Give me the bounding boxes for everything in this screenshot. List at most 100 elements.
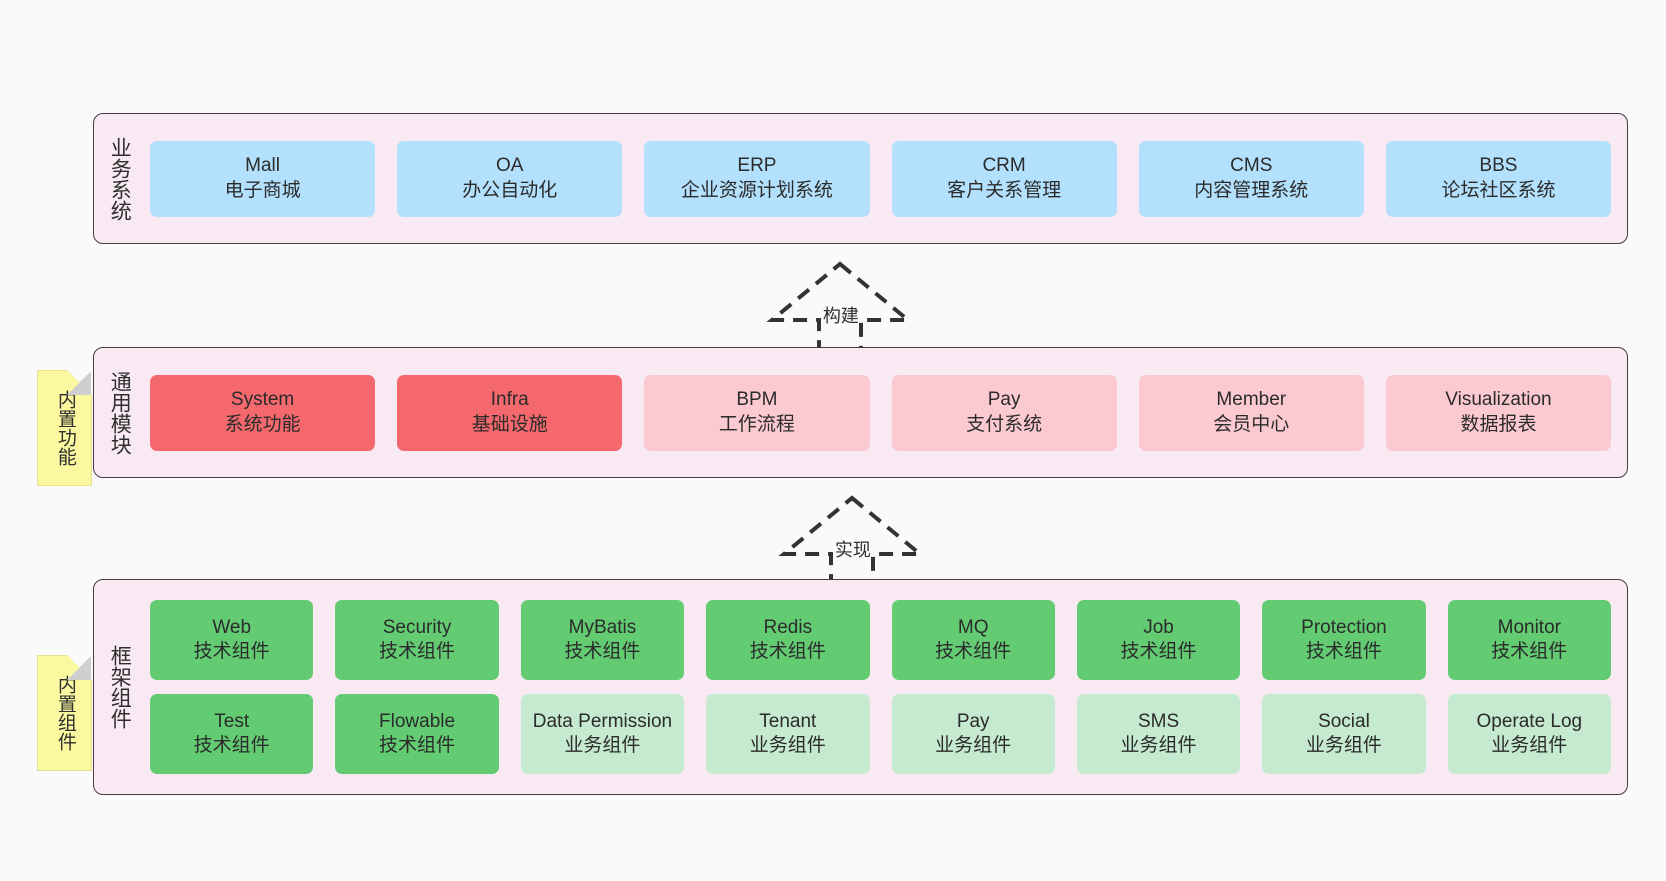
layer-title-framework-components: 框架组件 bbox=[108, 645, 132, 729]
card-title-cn: 内容管理系统 bbox=[1194, 179, 1309, 201]
card-security[interactable]: Security 技术组件 bbox=[335, 600, 499, 680]
card-title-cn: 业务组件 bbox=[1305, 735, 1382, 756]
card-title-en: Visualization bbox=[1445, 389, 1552, 411]
card-row: Test 技术组件 Flowable 技术组件 Data Permission … bbox=[150, 694, 1627, 774]
card-title-en: Web bbox=[212, 616, 252, 638]
card-test[interactable]: Test 技术组件 bbox=[150, 694, 314, 774]
card-title-cn: 业务组件 bbox=[935, 735, 1012, 756]
card-title-en: ERP bbox=[737, 155, 777, 177]
card-monitor[interactable]: Monitor 技术组件 bbox=[1447, 600, 1611, 680]
layer-title-business-systems: 业务系统 bbox=[108, 136, 132, 221]
card-erp[interactable]: ERP 企业资源计划系统 bbox=[644, 140, 870, 217]
layer-common-modules: 通用模块 System 系统功能 Infra 基础设施 BPM 工作流程 Pay… bbox=[93, 347, 1628, 478]
card-title-cn: 企业资源计划系统 bbox=[680, 179, 833, 201]
card-title-en: SMS bbox=[1137, 710, 1180, 732]
card-tenant[interactable]: Tenant 业务组件 bbox=[706, 694, 870, 774]
card-job[interactable]: Job 技术组件 bbox=[1076, 600, 1241, 680]
card-title-en: BPM bbox=[736, 389, 778, 411]
card-title-en: Mall bbox=[245, 155, 280, 177]
card-title-en: CRM bbox=[982, 155, 1026, 177]
card-row: Mall 电子商城 OA 办公自动化 ERP 企业资源计划系统 CRM 客户关系… bbox=[150, 140, 1627, 217]
card-title-en: Social bbox=[1318, 710, 1370, 732]
card-title-en: Monitor bbox=[1497, 616, 1561, 638]
sticky-note-builtin-component: 内置组件 bbox=[37, 655, 92, 771]
card-title-cn: 技术组件 bbox=[193, 641, 270, 662]
card-crm[interactable]: CRM 客户关系管理 bbox=[891, 140, 1117, 217]
layer-business-systems: 业务系统 Mall 电子商城 OA 办公自动化 ERP 企业资源计划系统 CRM… bbox=[93, 113, 1628, 244]
card-title-en: Flowable bbox=[379, 710, 456, 732]
card-operate-log[interactable]: Operate Log 业务组件 bbox=[1447, 694, 1611, 774]
card-row: Web 技术组件 Security 技术组件 MyBatis 技术组件 Redi… bbox=[150, 600, 1627, 680]
card-title-en: Protection bbox=[1301, 616, 1387, 638]
card-title-cn: 业务组件 bbox=[1120, 735, 1197, 756]
generalization-arrow-build: 构建 bbox=[760, 258, 920, 354]
card-title-cn: 技术组件 bbox=[935, 641, 1012, 662]
card-sms[interactable]: SMS 业务组件 bbox=[1076, 694, 1241, 774]
card-title-en: Test bbox=[214, 710, 250, 732]
card-data-permission[interactable]: Data Permission 业务组件 bbox=[520, 694, 685, 774]
card-title-cn: 数据报表 bbox=[1460, 413, 1537, 435]
card-title-cn: 业务组件 bbox=[564, 735, 641, 756]
card-title-cn: 技术组件 bbox=[564, 641, 641, 662]
card-title-en: Redis bbox=[763, 616, 813, 638]
card-title-en: System bbox=[230, 389, 295, 411]
card-mall[interactable]: Mall 电子商城 bbox=[150, 140, 376, 217]
card-mybatis[interactable]: MyBatis 技术组件 bbox=[520, 600, 685, 680]
card-system[interactable]: System 系统功能 bbox=[150, 374, 376, 451]
card-title-cn: 技术组件 bbox=[1491, 641, 1568, 662]
card-title-en: Operate Log bbox=[1476, 710, 1583, 732]
card-title-cn: 客户关系管理 bbox=[947, 179, 1062, 201]
card-title-cn: 论坛社区系统 bbox=[1441, 179, 1556, 201]
cards-area-framework-components: Web 技术组件 Security 技术组件 MyBatis 技术组件 Redi… bbox=[144, 580, 1627, 794]
card-title-en: OA bbox=[496, 155, 524, 177]
card-bbs[interactable]: BBS 论坛社区系统 bbox=[1385, 140, 1612, 217]
card-web[interactable]: Web 技术组件 bbox=[150, 600, 314, 680]
card-flowable[interactable]: Flowable 技术组件 bbox=[335, 694, 499, 774]
card-title-en: MQ bbox=[957, 616, 989, 638]
card-title-en: CMS bbox=[1230, 155, 1273, 177]
card-title-en: Job bbox=[1143, 616, 1174, 638]
sticky-note-builtin-function: 内置功能 bbox=[37, 370, 92, 486]
card-title-cn: 技术组件 bbox=[193, 735, 270, 756]
card-title-en: Security bbox=[382, 616, 452, 638]
cards-area-business-systems: Mall 电子商城 OA 办公自动化 ERP 企业资源计划系统 CRM 客户关系… bbox=[144, 114, 1627, 243]
card-title-en: Data Permission bbox=[532, 710, 673, 732]
arrow-label-implement: 实现 bbox=[834, 540, 871, 560]
card-title-en: BBS bbox=[1479, 155, 1518, 177]
card-visualization[interactable]: Visualization 数据报表 bbox=[1385, 374, 1612, 451]
card-mq[interactable]: MQ 技术组件 bbox=[891, 600, 1055, 680]
card-title-cn: 业务组件 bbox=[749, 735, 826, 756]
card-cms[interactable]: CMS 内容管理系统 bbox=[1138, 140, 1364, 217]
card-redis[interactable]: Redis 技术组件 bbox=[706, 600, 870, 680]
card-title-cn: 办公自动化 bbox=[462, 179, 558, 201]
layer-framework-components: 框架组件 Web 技术组件 Security 技术组件 MyBatis 技术组件… bbox=[93, 579, 1628, 795]
card-title-en: MyBatis bbox=[568, 616, 637, 638]
card-title-cn: 基础设施 bbox=[471, 413, 548, 435]
card-title-cn: 技术组件 bbox=[1120, 641, 1197, 662]
card-social[interactable]: Social 业务组件 bbox=[1262, 694, 1426, 774]
card-bpm[interactable]: BPM 工作流程 bbox=[644, 374, 870, 451]
card-infra[interactable]: Infra 基础设施 bbox=[397, 374, 623, 451]
card-pay-business[interactable]: Pay 业务组件 bbox=[891, 694, 1055, 774]
cards-area-common-modules: System 系统功能 Infra 基础设施 BPM 工作流程 Pay 支付系统… bbox=[144, 348, 1627, 477]
card-title-cn: 技术组件 bbox=[749, 641, 826, 662]
realization-arrow-implement: 实现 bbox=[772, 492, 932, 588]
card-title-en: Pay bbox=[956, 710, 990, 732]
card-title-en: Tenant bbox=[759, 710, 817, 732]
card-title-cn: 技术组件 bbox=[379, 735, 456, 756]
card-title-cn: 系统功能 bbox=[224, 413, 301, 435]
card-title-en: Member bbox=[1216, 389, 1287, 411]
card-title-cn: 电子商城 bbox=[224, 179, 301, 201]
layer-title-common-modules: 通用模块 bbox=[108, 370, 132, 455]
card-row: System 系统功能 Infra 基础设施 BPM 工作流程 Pay 支付系统… bbox=[150, 374, 1627, 451]
card-title-cn: 技术组件 bbox=[1305, 641, 1382, 662]
card-protection[interactable]: Protection 技术组件 bbox=[1262, 600, 1426, 680]
card-oa[interactable]: OA 办公自动化 bbox=[397, 140, 623, 217]
card-member[interactable]: Member 会员中心 bbox=[1138, 374, 1364, 451]
card-title-en: Infra bbox=[490, 389, 529, 411]
card-title-cn: 业务组件 bbox=[1491, 735, 1568, 756]
card-title-en: Pay bbox=[987, 389, 1021, 411]
card-title-cn: 会员中心 bbox=[1213, 413, 1290, 435]
card-pay[interactable]: Pay 支付系统 bbox=[891, 374, 1117, 451]
arrow-label-build: 构建 bbox=[822, 306, 859, 326]
